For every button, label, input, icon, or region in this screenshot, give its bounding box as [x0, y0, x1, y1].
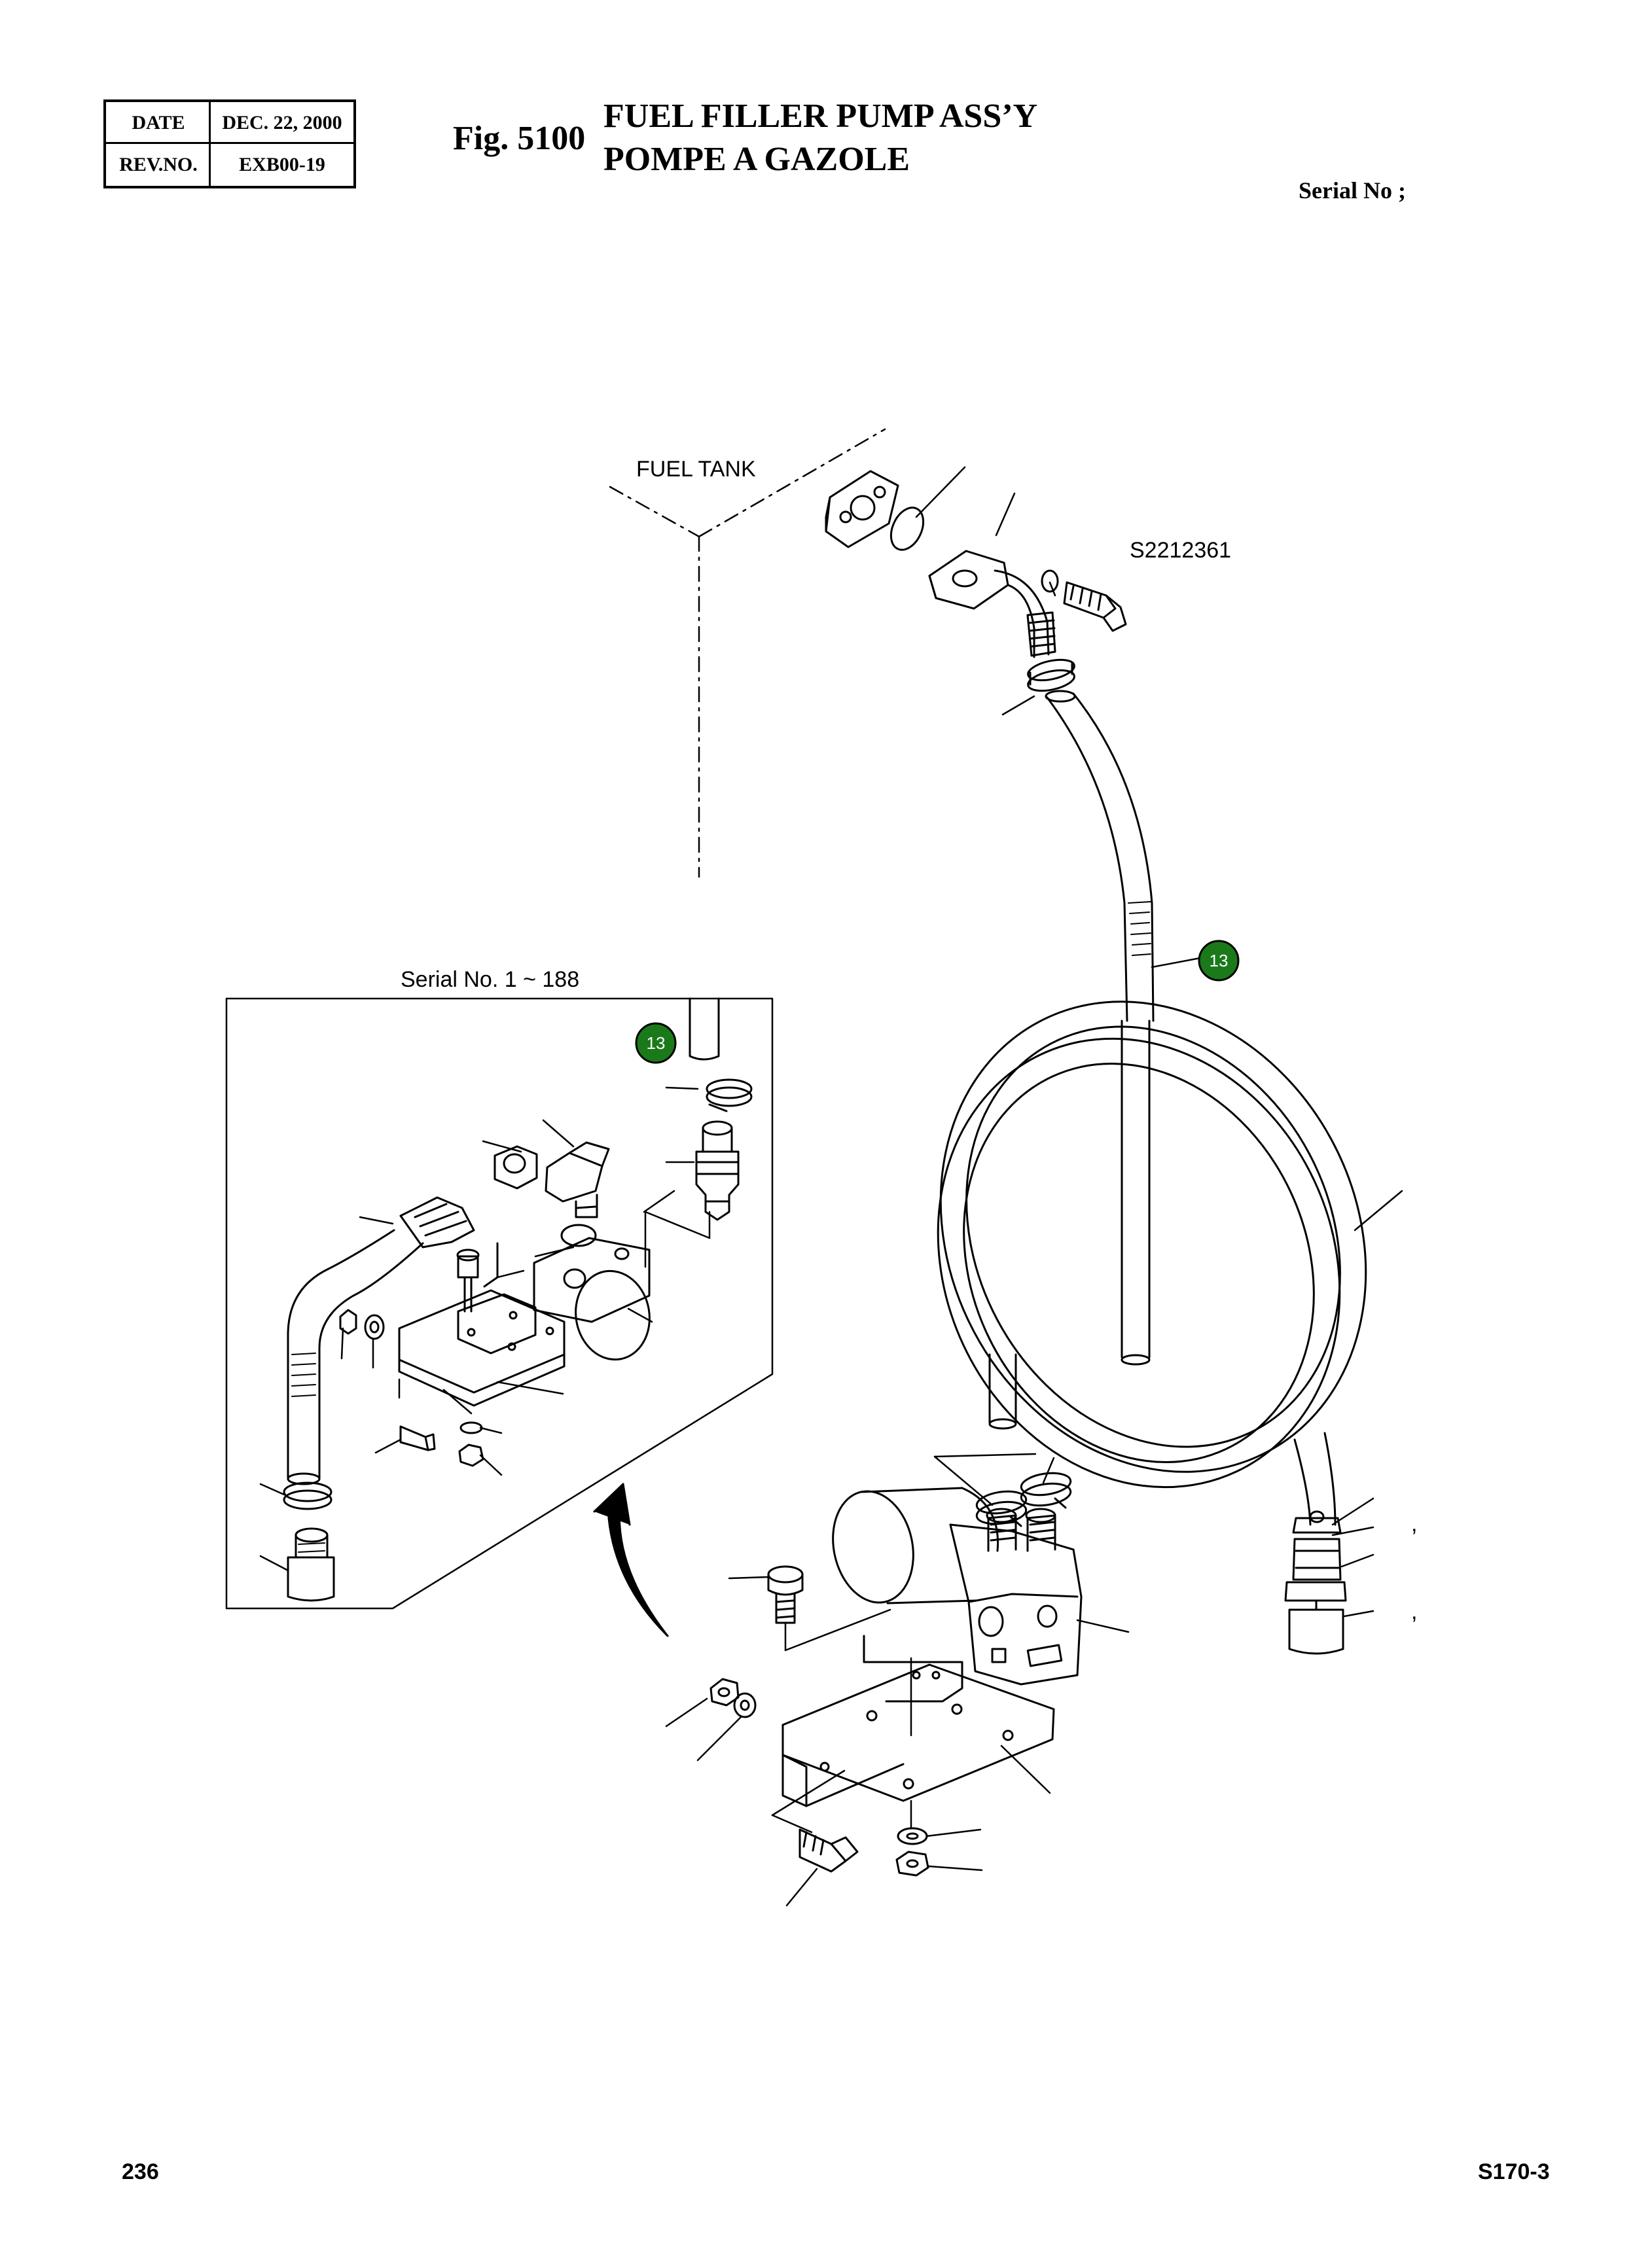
upper-hose-clamp-part — [1027, 658, 1075, 692]
date-label: DATE — [132, 112, 185, 133]
lower-washer-nut-part — [895, 1827, 929, 1877]
date-value: DEC. 22, 2000 — [222, 112, 342, 133]
inset-leader-lines — [259, 1086, 711, 1572]
pump-mounting-bolt-part — [767, 1565, 804, 1624]
nut-washer-part — [709, 1678, 757, 1718]
title-english: FUEL FILLER PUMP ASS’Y — [603, 97, 1038, 135]
flange-bolt-part — [1041, 569, 1127, 632]
model-code: S170-3 — [1478, 2159, 1550, 2184]
callout-badge-text: 13 — [1210, 951, 1229, 970]
date-value-cell — [211, 102, 353, 144]
leader-lines — [665, 466, 1403, 1907]
title-french: POMPE A GAZOLE — [603, 141, 910, 178]
bracket-bolt-part — [799, 1828, 859, 1873]
revision-box: DATE DEC. 22, 2000 REV.NO. EXB00-19 — [103, 99, 356, 188]
base-bracket-part — [781, 1663, 1055, 1807]
callout-badge-13-main: 13 — [1198, 940, 1240, 982]
rev-label: REV.NO. — [119, 154, 198, 175]
fuel-pump-part — [832, 1487, 1083, 1703]
upper-fuel-hose-part — [1045, 690, 1155, 1022]
transition-arrow — [593, 1483, 669, 1637]
coiled-hose-part — [937, 1001, 1367, 1526]
quick-coupler-part — [1284, 1510, 1347, 1655]
serial-number-label: Serial No ; — [1299, 177, 1406, 204]
callout-badge-13-inset: 13 — [635, 1022, 677, 1064]
figure-number: Fig. 5100 — [453, 120, 586, 157]
page-number: 236 — [122, 2159, 159, 2184]
rev-value: EXB00-19 — [239, 154, 325, 175]
inset-serial-label: Serial No. 1 ~ 188 — [401, 967, 579, 992]
flange-elbow-part — [928, 550, 1056, 658]
comma-mark-2: , — [1411, 1599, 1417, 1624]
o-ring-part — [889, 506, 925, 551]
fuel-tank-label: FUEL TANK — [636, 457, 756, 482]
rev-label-cell — [106, 144, 211, 186]
inset-panel — [225, 997, 774, 1610]
callout-badge-text: 13 — [647, 1033, 666, 1053]
tank-flange-part — [825, 470, 899, 548]
fuel-tank-outline — [609, 428, 886, 878]
date-label-cell — [106, 102, 211, 144]
part-number-label: S2212361 — [1130, 538, 1231, 563]
comma-mark-1: , — [1411, 1512, 1417, 1536]
